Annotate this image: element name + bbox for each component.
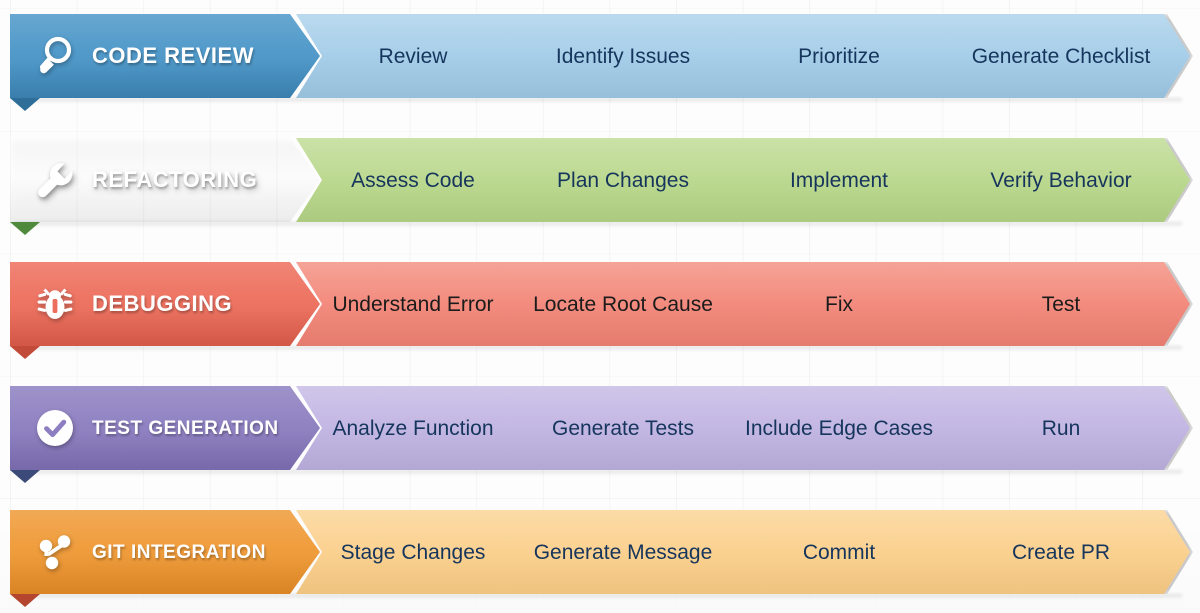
step-refactoring-3[interactable]: Implement	[716, 138, 962, 222]
step-debugging-1[interactable]: Understand Error	[296, 262, 530, 346]
step-git-integration-3[interactable]: Commit	[716, 510, 962, 594]
step-label: Assess Code	[351, 168, 475, 192]
step-label: Prioritize	[798, 44, 880, 68]
ribbon-fold-tab	[10, 470, 40, 483]
process-row-debugging: DEBUGGING Understand Error Locate Root Cau…	[0, 262, 1200, 359]
step-label: Plan Changes	[557, 168, 689, 192]
row-header-git-integration[interactable]: GIT INTEGRATION	[10, 510, 320, 594]
ribbon-fold-tab	[10, 222, 40, 235]
step-label: Locate Root Cause	[533, 292, 713, 316]
step-debugging-4[interactable]: Test	[932, 262, 1190, 346]
row-steps-refactoring: Assess Code Plan Changes Implement Verify B…	[0, 138, 1200, 222]
step-refactoring-2[interactable]: Plan Changes	[500, 138, 746, 222]
step-label: Run	[1041, 416, 1081, 440]
step-label: Create PR	[1011, 540, 1111, 564]
row-baseline-shadow	[14, 98, 1182, 103]
ribbon-fold-tab	[10, 594, 40, 607]
step-refactoring-4[interactable]: Verify Behavior	[932, 138, 1190, 222]
step-label: Generate Checklist	[971, 44, 1151, 68]
step-label: Stage Changes	[340, 540, 486, 564]
step-code-review-4[interactable]: Generate Checklist	[932, 14, 1190, 98]
step-label: Review	[378, 44, 448, 68]
step-label: Test	[1041, 292, 1081, 316]
step-label: Generate Tests	[551, 416, 695, 440]
step-label: Implement	[789, 168, 889, 192]
step-label: Understand Error	[332, 292, 494, 316]
row-header-refactoring[interactable]: REFACTORING	[10, 138, 320, 222]
step-code-review-3[interactable]: Prioritize	[716, 14, 962, 98]
step-git-integration-1[interactable]: Stage Changes	[296, 510, 530, 594]
step-git-integration-4[interactable]: Create PR	[932, 510, 1190, 594]
step-debugging-2[interactable]: Locate Root Cause	[500, 262, 746, 346]
row-header-debugging[interactable]: DEBUGGING	[10, 262, 320, 346]
step-label: Include Edge Cases	[745, 416, 933, 440]
step-test-generation-2[interactable]: Generate Tests	[500, 386, 746, 470]
process-row-git-integration: GIT INTEGRATION Stage Changes Generate Mes…	[0, 510, 1200, 607]
row-baseline-shadow	[14, 346, 1182, 351]
row-baseline-shadow	[14, 470, 1182, 475]
process-row-code-review: CODE REVIEW Review Identify Issues Prioriti…	[0, 14, 1200, 111]
row-baseline-shadow	[14, 222, 1182, 227]
row-steps-code-review: Review Identify Issues Prioritize Generate …	[0, 14, 1200, 98]
row-baseline-shadow	[14, 594, 1182, 599]
step-label: Verify Behavior	[990, 168, 1132, 192]
step-code-review-2[interactable]: Identify Issues	[500, 14, 746, 98]
step-git-integration-2[interactable]: Generate Message	[500, 510, 746, 594]
ribbon-fold-tab	[10, 346, 40, 359]
step-debugging-3[interactable]: Fix	[716, 262, 962, 346]
process-row-test-generation: TEST GENERATION Analyze Function Generate …	[0, 386, 1200, 483]
process-row-refactoring: REFACTORING Assess Code Plan Changes Implem…	[0, 138, 1200, 235]
step-refactoring-1[interactable]: Assess Code	[296, 138, 530, 222]
step-label: Generate Message	[533, 540, 713, 564]
step-label: Commit	[802, 540, 876, 564]
step-label: Analyze Function	[332, 416, 494, 440]
step-label: Fix	[825, 292, 853, 316]
step-label: Identify Issues	[555, 44, 691, 68]
row-steps-git-integration: Stage Changes Generate Message Commit Creat…	[0, 510, 1200, 594]
row-header-test-generation[interactable]: TEST GENERATION	[10, 386, 320, 470]
step-test-generation-4[interactable]: Run	[932, 386, 1190, 470]
row-header-code-review[interactable]: CODE REVIEW	[10, 14, 320, 98]
step-test-generation-1[interactable]: Analyze Function	[296, 386, 530, 470]
row-steps-debugging: Understand Error Locate Root Cause Fix Test	[0, 262, 1200, 346]
row-steps-test-generation: Analyze Function Generate Tests Include Ed…	[0, 386, 1200, 470]
step-test-generation-3[interactable]: Include Edge Cases	[716, 386, 962, 470]
ribbon-fold-tab	[10, 98, 40, 111]
step-code-review-1[interactable]: Review	[296, 14, 530, 98]
